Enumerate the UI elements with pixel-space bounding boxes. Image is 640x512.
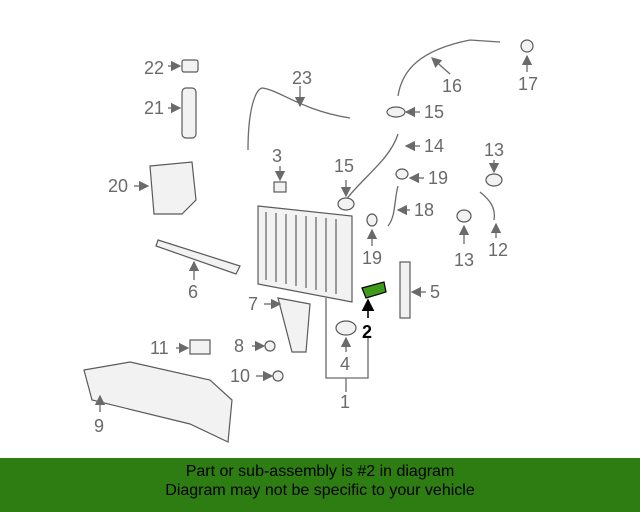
callout-10: 10	[230, 366, 250, 386]
callout-4: 4	[340, 354, 350, 374]
part-19-clamp-lower[interactable]	[366, 213, 378, 246]
part-9-air-baffle[interactable]	[83, 361, 233, 443]
callout-22: 22	[144, 58, 164, 78]
callout-21: 21	[144, 98, 164, 118]
callout-13-lower: 13	[454, 250, 474, 270]
part-15-clamp-lower[interactable]	[337, 180, 355, 211]
part-17-ring[interactable]	[520, 39, 534, 72]
callout-8: 8	[234, 336, 244, 356]
callout-23: 23	[292, 68, 312, 88]
part-1-radiator[interactable]	[257, 205, 353, 303]
callout-11: 11	[150, 338, 169, 358]
callout-17: 17	[518, 74, 538, 94]
callout-5: 5	[430, 282, 440, 302]
callout-13-upper: 13	[484, 140, 504, 160]
callout-14: 14	[424, 136, 444, 156]
callout-15-lower: 15	[334, 156, 354, 176]
part-4-insulator[interactable]	[335, 320, 357, 352]
part-14-hose[interactable]	[345, 133, 420, 201]
callout-12: 12	[488, 240, 508, 260]
callout-16: 16	[442, 76, 462, 96]
callout-3: 3	[272, 146, 282, 166]
part-21-filler-neck[interactable]	[168, 87, 197, 139]
part-18-hose[interactable]	[387, 185, 410, 227]
part-11-bracket[interactable]	[176, 339, 211, 355]
part-12-hose[interactable]	[479, 191, 502, 238]
part-5-seal[interactable]	[399, 261, 426, 319]
callout-18: 18	[414, 200, 434, 220]
part-2-highlighted[interactable]	[361, 281, 387, 318]
callout-7: 7	[248, 294, 258, 314]
callout-19-lower: 19	[362, 248, 382, 268]
callout-9: 9	[94, 416, 104, 436]
callout-19-upper: 19	[428, 168, 448, 188]
callout-15-upper: 15	[424, 102, 444, 122]
part-15-clamp-upper[interactable]	[386, 106, 420, 118]
part-13-clamp-lower[interactable]	[456, 209, 472, 244]
diagram-notice-banner: Part or sub-assembly is #2 in diagram Di…	[0, 458, 640, 512]
part-16-pipe[interactable]	[397, 39, 501, 97]
part-13-clamp-upper[interactable]	[485, 160, 503, 187]
part-23-hose[interactable]	[247, 86, 351, 151]
part-19-clamp-upper[interactable]	[395, 168, 424, 184]
part-8-pin[interactable]	[252, 340, 276, 352]
part-7-deflector[interactable]	[264, 297, 311, 353]
part-20-reservoir[interactable]	[134, 161, 197, 215]
callout-1: 1	[340, 392, 350, 412]
callout-2: 2	[362, 322, 372, 342]
part-6-strip[interactable]	[155, 239, 241, 280]
exploded-parts-diagram: 22 21 20 23 3	[83, 39, 538, 443]
notice-line-2: Diagram may not be specific to your vehi…	[165, 482, 475, 499]
notice-line-1: Part or sub-assembly is #2 in diagram	[185, 463, 455, 480]
callout-20: 20	[108, 176, 128, 196]
part-22-cap[interactable]	[168, 59, 199, 73]
part-10-pin[interactable]	[256, 370, 284, 382]
part-3-bracket[interactable]	[273, 166, 287, 193]
callout-6: 6	[188, 282, 198, 302]
